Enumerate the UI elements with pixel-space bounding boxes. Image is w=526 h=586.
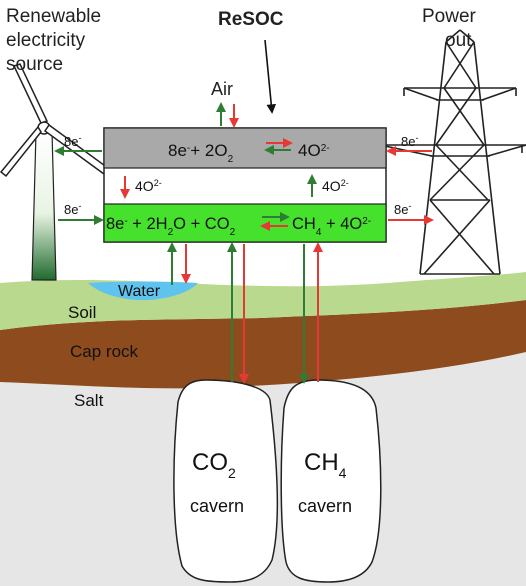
power-pylon-icon — [379, 29, 526, 275]
electron-label-left-bottom: 8e- — [64, 201, 81, 217]
source-label-line3: source — [6, 54, 63, 75]
bottom-electrode-band — [103, 203, 387, 243]
arrows — [54, 39, 434, 384]
air-label: Air — [211, 79, 233, 99]
oxide-left-label: 4O2- — [135, 178, 162, 194]
ch4-cavern-label: cavern — [298, 496, 352, 516]
power-label-line1: Power — [422, 6, 477, 27]
source-label-line2: electricity — [6, 30, 86, 51]
ch4-cavern-formula: CH4 — [304, 449, 347, 481]
electron-label-left-top: 8e- — [64, 133, 81, 149]
bottom-band-equation-left: 8e- + 2H2O + CO2 — [106, 215, 236, 238]
top-electrode-band — [103, 127, 387, 169]
soil-label: Soil — [68, 303, 96, 322]
wind-turbine-icon — [0, 63, 110, 281]
top-band-equation-left: 8e-+ 2O2 — [168, 141, 234, 165]
resoc-cell — [103, 127, 387, 243]
ch4-cavern — [280, 379, 382, 583]
salt-label: Salt — [74, 391, 104, 410]
co2-cavern-label: cavern — [190, 496, 244, 516]
water-label: Water — [118, 283, 161, 300]
source-label-line1: Renewable — [6, 6, 101, 27]
bottom-band-equation-right: CH4 + 4O2- — [292, 215, 371, 238]
ground — [0, 272, 526, 586]
oxide-right-label: 4O2- — [322, 178, 349, 194]
power-label-line2: out — [445, 30, 472, 51]
co2-cavern-formula: CO2 — [192, 449, 236, 481]
resoc-pointer-arrow — [264, 39, 277, 114]
caprock-layer — [0, 300, 526, 389]
resoc-label: ReSOC — [218, 9, 284, 30]
water-pool — [88, 281, 198, 301]
electron-label-right-top: 8e- — [401, 133, 418, 149]
caverns — [173, 379, 382, 583]
electron-label-right-bottom: 8e- — [394, 201, 411, 217]
co2-cavern — [173, 379, 279, 583]
caprock-label: Cap rock — [70, 342, 139, 361]
top-band-equation-right: 4O2- — [298, 141, 330, 160]
